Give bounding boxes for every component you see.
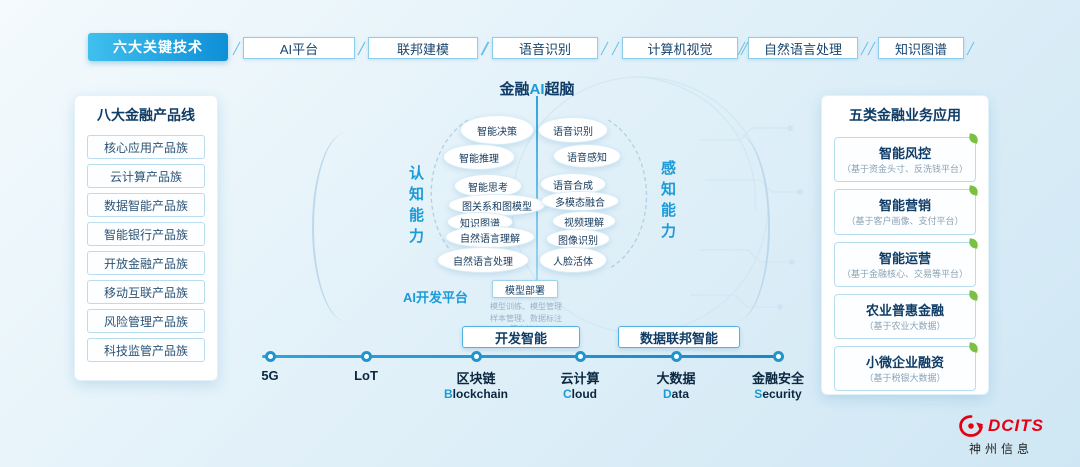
perception-ability-label: 感知能力 (660, 160, 676, 240)
timeline-en-rest: lockchain (452, 387, 509, 401)
brain-title-ai: AI (529, 81, 545, 98)
app-name: 智能营销 (878, 198, 931, 214)
product-lines-panel: 八大金融产品线 核心应用产品族 云计算产品族 数据智能产品族 智能银行产品族 开… (75, 96, 217, 380)
app-name: 农业普惠金融 (865, 302, 944, 318)
brain-title-pre: 金融 (499, 81, 530, 98)
timeline-en-first: C (562, 387, 572, 401)
app-desc: （基于客户画像、支付平台） (846, 216, 964, 227)
timeline-dot (575, 351, 586, 362)
key-technologies-badge: 六大关键技术 (88, 33, 228, 61)
timeline-dot (265, 351, 276, 362)
leaf-icon (968, 290, 979, 301)
bubble-node: 人脸活体 (539, 247, 607, 273)
timeline-label-security: 金融安全 Security (752, 368, 804, 401)
timeline-en-rest: ecurity (762, 387, 802, 401)
product-line-item: 数据智能产品族 (87, 193, 205, 217)
timeline-en: Security (752, 387, 804, 401)
leaf-icon (968, 185, 979, 196)
infrastructure-timeline (262, 351, 784, 362)
timeline-zh: LoT (354, 368, 378, 383)
product-line-item: 移动互联产品族 (87, 280, 205, 304)
timeline-en: Data (656, 387, 695, 401)
app-name: 小微企业融资 (865, 355, 944, 370)
model-deploy-box: 模型部署 (492, 280, 558, 298)
tech-federated-modeling: 联邦建模 (368, 37, 478, 59)
app-desc: （基于税银大数据） (864, 373, 946, 383)
timeline-en-rest: ata (671, 387, 690, 401)
ai-dev-platform-label: AI开发平台 (403, 290, 469, 305)
bubble-node: 自然语言处理 (437, 247, 529, 273)
leaf-icon (968, 342, 979, 353)
timeline-en-first: S (754, 387, 763, 401)
business-apps-panel: 五类金融业务应用 智能风控 （基于资金头寸、反洗钱平台） 智能营销 （基于客户画… (822, 96, 988, 394)
bubble-node: 多模态融合 (541, 191, 619, 211)
timeline-en-rest: loud (571, 387, 597, 401)
deploy-note: 样本管理、数据标注 (490, 313, 562, 323)
company-name: 神州信息 (968, 442, 1033, 456)
timeline-en: Cloud (560, 387, 599, 401)
app-item: 小微企业融资 （基于税银大数据） (834, 342, 979, 392)
product-line-item: 科技监管产品族 (87, 338, 205, 362)
dcits-logo-text: DCITS (988, 416, 1044, 435)
bubble-node: 图像识别 (546, 229, 610, 249)
timeline-dot (773, 351, 784, 362)
timeline-label-bigdata: 大数据 Data (656, 368, 695, 401)
timeline-dot (471, 351, 482, 362)
timeline-zh: 区块链 (456, 371, 496, 386)
timeline-en: Blockchain (444, 387, 508, 401)
app-desc: （基于资金头寸、反洗钱平台） (841, 164, 968, 174)
product-line-item: 智能银行产品族 (87, 222, 205, 246)
bubble-node: 自然语言理解 (445, 226, 535, 248)
brain-title-post: 超脑 (544, 81, 575, 98)
app-desc: （基于金融核心、交易等平台） (841, 268, 968, 279)
dcits-logo-icon (959, 415, 984, 437)
timeline-dot (671, 351, 682, 362)
app-name: 智能运营 (878, 250, 931, 266)
product-lines-title: 八大金融产品线 (97, 107, 195, 123)
timeline-zh: 金融安全 (751, 371, 805, 386)
product-line-item: 开放金融产品族 (87, 251, 205, 275)
timeline-en-first: B (443, 387, 453, 401)
timeline-dot (361, 351, 372, 362)
bubble-node: 智能决策 (460, 115, 534, 145)
tech-knowledge-graph: 知识图谱 (878, 37, 964, 59)
product-line-item: 风险管理产品族 (87, 309, 205, 333)
app-item: 农业普惠金融 （基于农业大数据） (834, 290, 979, 339)
app-desc: （基于农业大数据） (864, 320, 946, 331)
timeline-label-5g: 5G (261, 368, 278, 383)
timeline-zh: 云计算 (560, 371, 600, 386)
leaf-icon (968, 237, 979, 249)
bubble-node: 语音识别 (538, 117, 608, 143)
tech-ai-platform: AI平台 (243, 37, 355, 59)
timeline-label-blockchain: 区块链 Blockchain (444, 368, 508, 401)
right-parenthesis-arc (700, 132, 770, 322)
app-name: 智能风控 (878, 146, 931, 161)
center-divider-line (536, 96, 538, 280)
timeline-zh: 5G (261, 368, 279, 383)
timeline-zh: 大数据 (656, 371, 696, 386)
app-item: 智能营销 （基于客户画像、支付平台） (834, 185, 979, 235)
bubble-node: 语音感知 (553, 144, 621, 168)
tech-nlp: 自然语言处理 (748, 37, 858, 59)
timeline-label-lot: LoT (354, 368, 378, 383)
dev-intelligence-box: 开发智能 (462, 326, 580, 348)
product-line-item: 云计算产品族 (87, 164, 205, 188)
app-item: 智能风控 （基于资金头寸、反洗钱平台） (834, 133, 979, 183)
timeline-label-cloud: 云计算 Cloud (560, 368, 599, 401)
tech-speech-recognition: 语音识别 (492, 37, 598, 59)
deploy-note: 模型训练、模型管理 (490, 302, 562, 311)
app-item: 智能运营 （基于金融核心、交易等平台） (834, 237, 979, 287)
dcits-logo: DCITS 神州信息 (958, 413, 1044, 457)
tech-computer-vision: 计算机视觉 (622, 37, 738, 59)
bubble-node: 智能推理 (443, 144, 515, 170)
timeline-en-first: D (662, 387, 672, 401)
data-federation-box: 数据联邦智能 (618, 326, 740, 348)
leaf-icon (968, 133, 979, 144)
left-parenthesis-arc (312, 132, 382, 322)
business-apps-title: 五类金融业务应用 (849, 107, 961, 123)
brain-title: 金融AI超脑 (499, 78, 574, 99)
cognitive-ability-label: 认知能力 (408, 165, 424, 245)
bubble-node: 视频理解 (552, 211, 616, 231)
product-line-item: 核心应用产品族 (87, 135, 205, 159)
